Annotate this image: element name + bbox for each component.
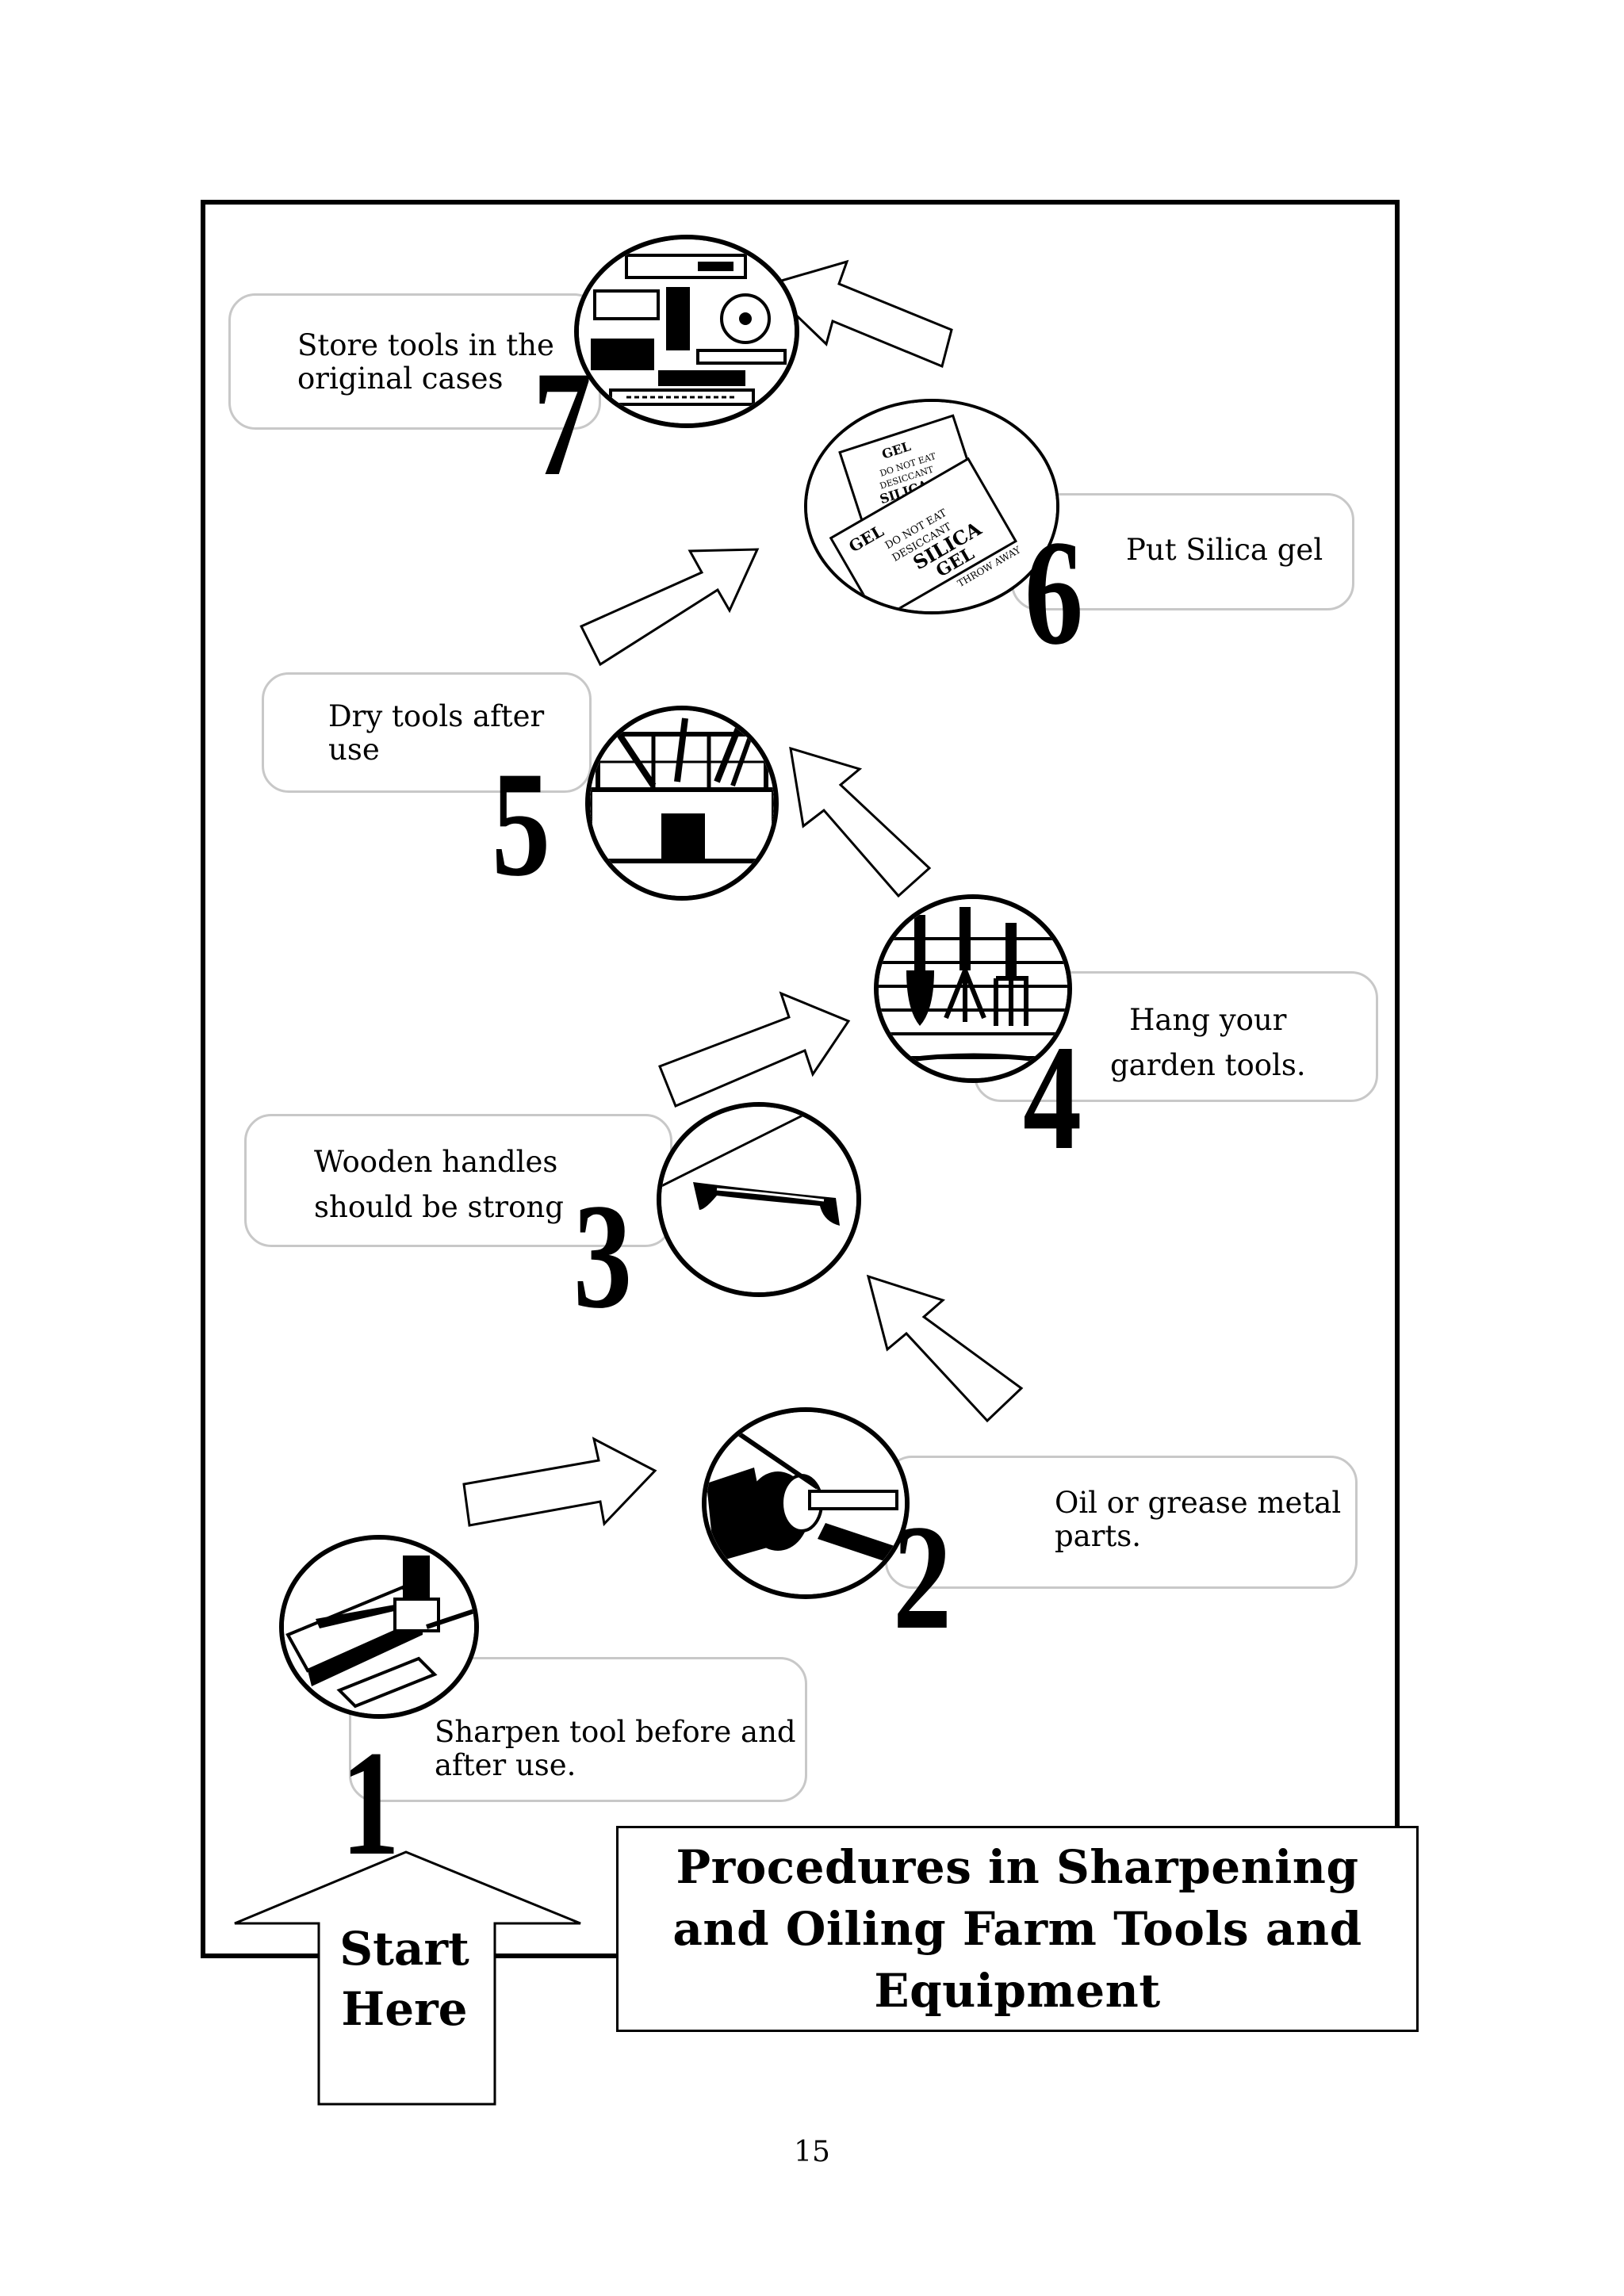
step-1-circle <box>279 1535 479 1719</box>
tool-cases-icon <box>579 239 795 423</box>
silica-gel-packet-icon: GEL DO NOT EAT DESICCANT SILICA GEL DO N… <box>807 402 1056 611</box>
tool-handle-icon <box>661 1107 856 1292</box>
step-7-label-box <box>228 293 601 430</box>
step-4-text: Hang your garden tools. <box>1110 1003 1306 1082</box>
start-here-arrow <box>234 1850 581 2106</box>
step-5-text: Dry tools after use <box>328 699 545 767</box>
sharpening-stone-icon <box>284 1540 474 1714</box>
step-2-number: 2 <box>893 1494 952 1661</box>
step-3-text: Wooden handles should be strong <box>314 1145 564 1224</box>
step-2-text: Oil or grease metal parts. <box>1055 1486 1342 1553</box>
step-7-text: Store tools in the original cases <box>297 328 554 396</box>
toolbox-icon <box>590 710 774 896</box>
step-5-label-box <box>262 672 592 793</box>
step-7-number: 7 <box>533 341 592 507</box>
step-2-circle <box>702 1407 910 1599</box>
oil-can-icon <box>707 1412 905 1594</box>
hanging-garden-tools-icon <box>879 899 1067 1078</box>
step-6-circle: GEL DO NOT EAT DESICCANT SILICA GEL DO N… <box>804 399 1059 614</box>
start-here-label: Start Here <box>339 1922 469 2036</box>
step-6-number: 6 <box>1025 510 1084 676</box>
title-box: Procedures in Sharpening and Oiling Farm… <box>616 1826 1419 2032</box>
step-3-circle <box>657 1102 861 1297</box>
step-1-text: Sharpen tool before and after use. <box>435 1715 796 1782</box>
step-4-circle <box>874 894 1072 1083</box>
step-7-circle <box>574 235 799 428</box>
diagram-title: Procedures in Sharpening and Oiling Farm… <box>672 1840 1362 2018</box>
step-5-number: 5 <box>492 741 551 908</box>
step-1-number: 1 <box>341 1720 400 1887</box>
step-3-number: 3 <box>573 1173 633 1340</box>
page-number: 15 <box>794 2136 830 2168</box>
step-4-number: 4 <box>1023 1015 1082 1181</box>
step-2-label-box <box>885 1456 1358 1589</box>
step-5-circle <box>585 706 779 901</box>
step-6-text: Put Silica gel <box>1126 533 1323 567</box>
step-3-label-box <box>244 1114 672 1247</box>
